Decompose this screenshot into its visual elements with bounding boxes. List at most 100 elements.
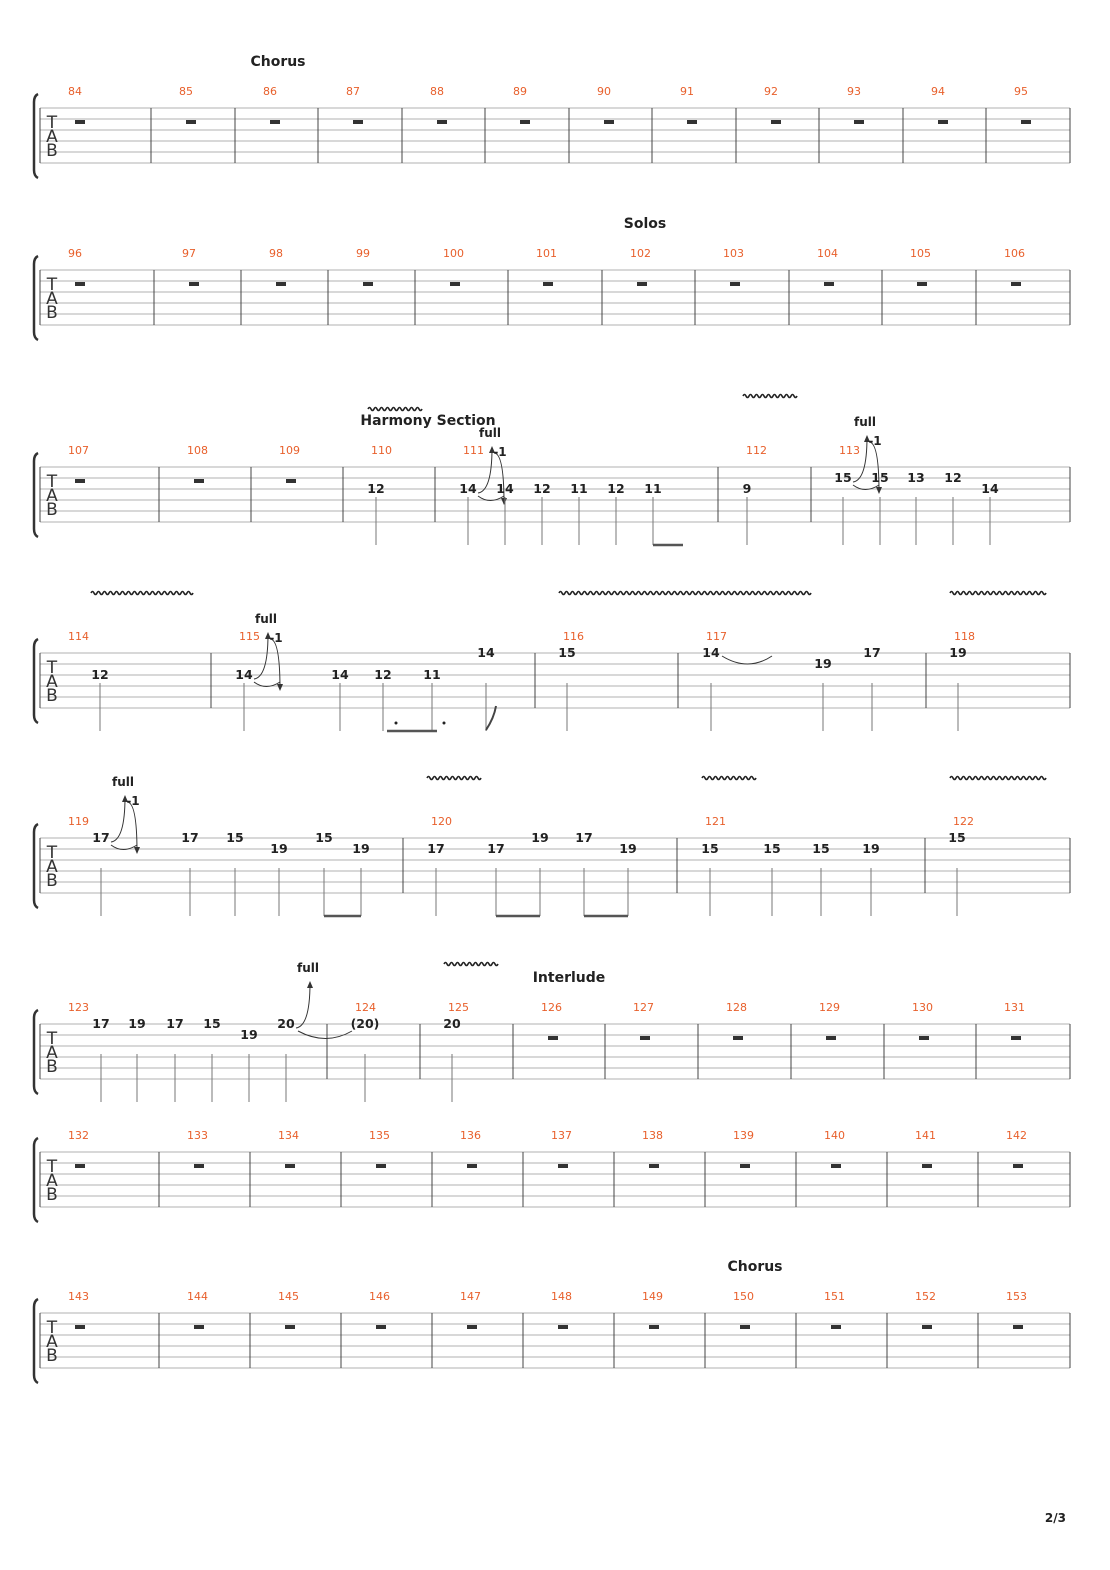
- bend-arrowhead: [265, 632, 271, 639]
- measure-number: 134: [278, 1129, 299, 1142]
- bend-release-arrow: [493, 452, 505, 504]
- measure-number: 131: [1004, 1001, 1025, 1014]
- bend-release-arrowhead: [876, 487, 882, 494]
- vibrato-mark: [558, 590, 812, 596]
- rest-symbol: [194, 1164, 204, 1168]
- fret-number: 17: [166, 1016, 183, 1031]
- rest-symbol: [771, 120, 781, 124]
- section-label: Chorus: [250, 54, 305, 70]
- fret-number: 19: [128, 1016, 145, 1031]
- rest-symbol: [922, 1325, 932, 1329]
- rest-symbol: [831, 1325, 841, 1329]
- rest-symbol: [604, 120, 614, 124]
- rest-symbol: [285, 1325, 295, 1329]
- rest-symbol: [826, 1036, 836, 1040]
- bend-arrowhead: [307, 981, 313, 988]
- fret-number: 14: [235, 667, 253, 682]
- tab-clef-letter: B: [46, 1346, 58, 1366]
- tab-clef-letter: A: [46, 289, 58, 309]
- measure-number: 149: [642, 1290, 663, 1303]
- section-label: Solos: [624, 216, 666, 232]
- fret-number: 12: [533, 481, 550, 496]
- bend-arrow: [253, 633, 269, 680]
- rest-symbol: [637, 282, 647, 286]
- measure-number: 123: [68, 1001, 89, 1014]
- slur: [477, 495, 505, 501]
- measure-number: 119: [68, 815, 89, 828]
- rest-symbol: [285, 1164, 295, 1168]
- measure-number: 88: [430, 85, 444, 98]
- bend-release-arrowhead: [501, 498, 507, 505]
- fret-number: 11: [570, 481, 587, 496]
- fret-number: 11: [644, 481, 661, 496]
- fret-number: 15: [948, 830, 965, 845]
- measure-number: 127: [633, 1001, 654, 1014]
- rest-symbol: [75, 1325, 85, 1329]
- fret-number: 19: [270, 841, 287, 856]
- rest-symbol: [520, 120, 530, 124]
- rest-symbol: [831, 1164, 841, 1168]
- measure-number: 112: [746, 444, 767, 457]
- measure-number: 109: [279, 444, 300, 457]
- bend-release-amount: -1: [269, 631, 282, 645]
- rest-symbol: [558, 1164, 568, 1168]
- fret-number: 17: [575, 830, 592, 845]
- rest-symbol: [467, 1164, 477, 1168]
- measure-number: 105: [910, 247, 931, 260]
- fret-number: 20: [277, 1016, 295, 1031]
- fret-number: 15: [558, 645, 575, 660]
- slur: [253, 681, 281, 687]
- measure-number: 137: [551, 1129, 572, 1142]
- measure-number: 102: [630, 247, 651, 260]
- measure-number: 87: [346, 85, 360, 98]
- fret-number: 17: [181, 830, 198, 845]
- rest-symbol: [437, 120, 447, 124]
- fret-number: 17: [427, 841, 444, 856]
- bend-arrow: [295, 982, 311, 1029]
- rest-symbol: [824, 282, 834, 286]
- tab-clef-letter: A: [46, 1043, 58, 1063]
- fret-number: 15: [812, 841, 829, 856]
- bend-release-arrow: [269, 638, 281, 690]
- tab-clef-letter: B: [46, 686, 58, 706]
- fret-number: 17: [92, 830, 109, 845]
- measure-number: 141: [915, 1129, 936, 1142]
- tab-clef-letter: B: [46, 500, 58, 520]
- rest-symbol: [922, 1164, 932, 1168]
- measure-number: 118: [954, 630, 975, 643]
- bend-release-arrow: [126, 801, 138, 853]
- rest-symbol: [1013, 1325, 1023, 1329]
- slur: [852, 484, 880, 490]
- tie: [297, 1030, 353, 1039]
- dot: [442, 721, 446, 725]
- measure-number: 116: [563, 630, 584, 643]
- system-bracket: [32, 637, 39, 725]
- tab-clef-letter: B: [46, 141, 58, 161]
- fret-number: 14: [981, 481, 999, 496]
- measure-number: 114: [68, 630, 89, 643]
- fret-number: 13: [907, 470, 924, 485]
- measure-number: 124: [355, 1001, 376, 1014]
- measure-number: 120: [431, 815, 452, 828]
- fret-number: 19: [352, 841, 369, 856]
- system-bracket: [32, 254, 39, 342]
- rest-symbol: [186, 120, 196, 124]
- measure-number: 115: [239, 630, 260, 643]
- rest-symbol: [938, 120, 948, 124]
- measure-number: 130: [912, 1001, 933, 1014]
- tab-clef-letter: A: [46, 486, 58, 506]
- rest-symbol: [363, 282, 373, 286]
- fret-number: 20: [443, 1016, 461, 1031]
- bend-arrow: [852, 436, 868, 483]
- measure-number: 93: [847, 85, 861, 98]
- rest-symbol: [194, 1325, 204, 1329]
- measure-number: 106: [1004, 247, 1025, 260]
- measure-number: 129: [819, 1001, 840, 1014]
- bend-amount: full: [112, 775, 134, 789]
- measure-number: 142: [1006, 1129, 1027, 1142]
- tab-clef-letter: B: [46, 871, 58, 891]
- measure-number: 136: [460, 1129, 481, 1142]
